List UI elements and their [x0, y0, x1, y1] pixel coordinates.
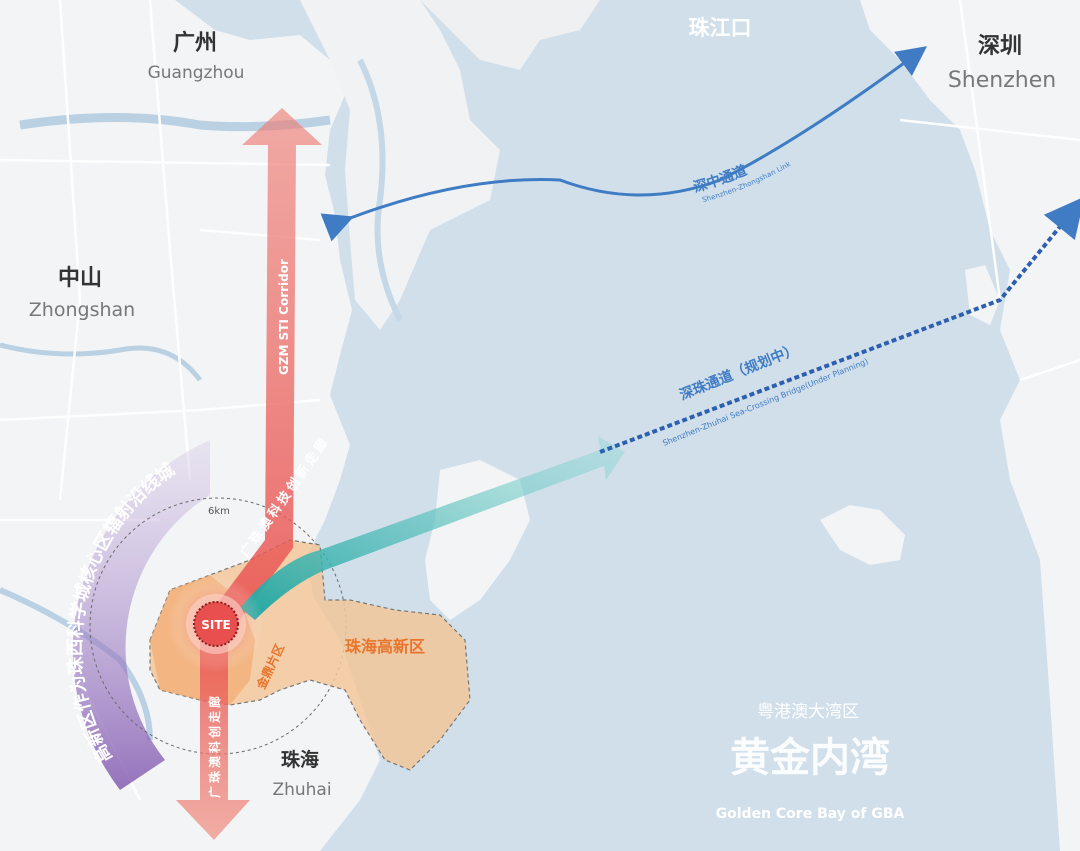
- inner-island: [820, 505, 905, 565]
- shenzhen-land: [860, 0, 1080, 851]
- zhuhai-en: Zhuhai: [272, 780, 331, 800]
- shenzhen-cn: 深圳: [978, 34, 1022, 59]
- nansha-land: [420, 0, 600, 70]
- high-tech-zone-label: 珠海高新区: [345, 637, 425, 656]
- south-corridor-arrow: [176, 630, 250, 840]
- radiation-arc-band: [72, 440, 210, 790]
- north-corridor-en: GZM STI Corridor: [277, 259, 291, 375]
- site-label: SITE: [201, 618, 231, 632]
- small-island: [965, 265, 1000, 325]
- zhongshan-en: Zhongshan: [29, 299, 135, 321]
- gba-region-label: 粤港澳大湾区: [757, 702, 859, 722]
- pearl-estuary-label: 珠江口: [689, 16, 752, 40]
- sz-zs-link-line: [320, 46, 928, 242]
- radius-label: 6km: [208, 506, 230, 517]
- north-corridor-arrow: [205, 108, 322, 626]
- sz-zh-bridge-line: [599, 196, 1080, 454]
- river-zhongshan: [0, 342, 202, 382]
- guangzhou-en: Guangzhou: [148, 63, 245, 83]
- south-corridor-cn: 广珠澳科创走廊: [207, 693, 222, 798]
- golden-bay-cn: 黄金内湾: [730, 735, 890, 781]
- site-marker: [193, 601, 239, 647]
- guangzhou-cn: 广州: [173, 30, 217, 56]
- shenzhen-en: Shenzhen: [948, 68, 1056, 93]
- golden-bay-en: Golden Core Bay of GBA: [716, 806, 905, 822]
- zhuhai-cn: 珠海: [281, 748, 319, 771]
- zhongshan-cn: 中山: [58, 266, 102, 291]
- teal-link-arrow: [240, 436, 625, 620]
